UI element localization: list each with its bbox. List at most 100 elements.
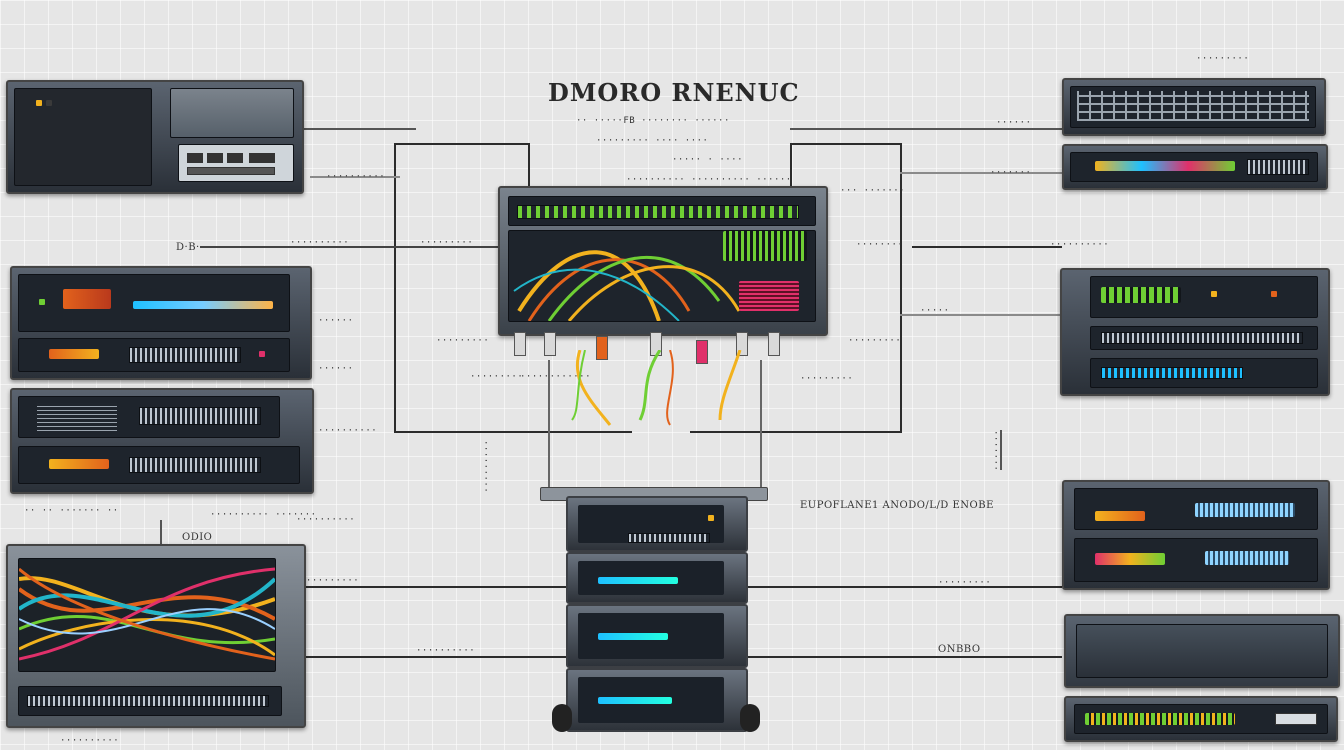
label-left-3: ··········: [290, 238, 350, 248]
port-icon: [1085, 713, 1235, 725]
display-icon: [1095, 511, 1145, 521]
cable-bundle-svg: [19, 567, 275, 661]
line-right-drop: [900, 143, 902, 433]
server-right-5[interactable]: [1064, 614, 1340, 688]
line-vertical-left: [160, 520, 162, 550]
server-right-2[interactable]: [1062, 144, 1328, 190]
label-left-12: ··········: [416, 646, 476, 656]
display-icon: [49, 459, 109, 469]
server-top-left-io: [178, 144, 294, 182]
vent-icon: [1247, 159, 1309, 175]
label-left-7: ··········: [318, 426, 378, 436]
plug-icon: [544, 332, 556, 356]
server-left-3[interactable]: [10, 388, 314, 494]
label-left-11: ··········: [300, 576, 360, 586]
status-led: [708, 515, 714, 521]
cable-panel-left-io: [18, 686, 282, 716]
hub-plug-row: [500, 330, 820, 364]
label-left-1: ··········: [326, 172, 386, 182]
label-left-6: ······: [318, 364, 354, 374]
vent-icon: [37, 403, 117, 431]
line-left-tower-2: [300, 656, 568, 658]
label-left-4: ·········: [420, 238, 474, 248]
server-left-2[interactable]: [10, 266, 312, 380]
tower-unit-face: [578, 505, 724, 543]
tower-wheel-right: [740, 704, 760, 732]
line-vertical-right: [1000, 430, 1002, 470]
label-right-7: ONBBO: [938, 644, 981, 655]
plug-icon: [514, 332, 526, 356]
display-icon: [598, 697, 672, 704]
label-right-1: ·········: [1196, 54, 1250, 64]
hanging-cables: [571, 350, 742, 426]
vent-icon: [1101, 332, 1303, 344]
label-left-2: D·B·: [176, 242, 200, 253]
server-right-2-face: [1070, 152, 1318, 182]
port-icon: [1101, 367, 1243, 379]
tower-unit-1[interactable]: [566, 496, 748, 552]
display-icon: [598, 577, 678, 584]
hub-port-strip: [508, 196, 816, 226]
label-mid-left-1: ·········: [436, 336, 490, 346]
display-icon: [1101, 287, 1181, 303]
vent-icon: [129, 457, 261, 473]
line-hub-to-tower-left: [548, 360, 550, 490]
display-icon: [133, 301, 273, 309]
server-right-1[interactable]: [1062, 78, 1326, 136]
server-right-4[interactable]: [1062, 480, 1330, 590]
port-icon: [227, 153, 243, 163]
line-left-tower-1: [300, 586, 568, 588]
server-left-2-bottom: [18, 338, 290, 372]
line-top-left: [296, 128, 416, 130]
line-right-3: [912, 246, 1062, 248]
server-right-6-face: [1074, 704, 1328, 734]
vent-icon: [1077, 91, 1309, 121]
tower-unit-2[interactable]: [566, 552, 748, 604]
label-mid-right-2: ·········: [848, 336, 902, 346]
vent-icon: [628, 533, 710, 543]
label-vertical-right: ·······: [990, 430, 1000, 472]
server-right-4-bottom: [1074, 538, 1318, 582]
label-mid-left-3: ············: [520, 372, 592, 382]
tower-unit-face: [578, 561, 724, 595]
tower-unit-face: [578, 613, 724, 659]
display-icon: [723, 231, 807, 261]
central-switch-hub[interactable]: [498, 186, 828, 336]
server-right-3[interactable]: [1060, 268, 1330, 396]
server-top-left[interactable]: [6, 80, 304, 194]
label-hub-top-left: ·········· ·········· ······: [626, 175, 792, 185]
status-led: [36, 100, 42, 106]
port-icon: [249, 153, 275, 163]
server-right-6[interactable]: [1064, 696, 1338, 742]
cable-panel-left[interactable]: [6, 544, 306, 728]
port-icon: [187, 167, 275, 175]
vent-icon: [139, 407, 261, 425]
label-left-5: ······: [318, 316, 354, 326]
label-right-8: ·········: [938, 578, 992, 588]
label-sub-top-3: ····· · ····: [672, 155, 744, 165]
label-right-4: ·····: [920, 306, 950, 316]
label-mid-right-3: ·········: [800, 374, 854, 384]
display-icon: [1205, 551, 1289, 565]
label-sub-top-1: ·· ·····FB ········ ······: [576, 116, 730, 126]
label-right-5: EUPOFLANE1 ANODO/L/D ENOBE: [800, 500, 994, 511]
tower-unit-3[interactable]: [566, 604, 748, 668]
line-hub-top-left: [394, 143, 530, 145]
tower-unit-4[interactable]: [566, 668, 748, 732]
line-hub-right-drop: [790, 143, 792, 188]
line-right-tower-1: [744, 586, 1062, 588]
vent-icon: [129, 347, 241, 363]
port-icon: [207, 153, 223, 163]
label-left-9: ODIO: [182, 532, 213, 543]
label-mid-right-1: ········: [856, 240, 904, 250]
line-hub-left-drop: [528, 143, 530, 188]
status-led: [259, 351, 265, 357]
line-left-bottom: [394, 431, 632, 433]
server-right-1-face: [1070, 86, 1316, 128]
port-icon: [517, 205, 799, 219]
server-left-3-top: [18, 396, 280, 438]
status-led: [39, 299, 45, 305]
label-left-10: ··········: [296, 515, 356, 525]
label-right-6: ··········: [1050, 240, 1110, 250]
vent-icon: [27, 695, 269, 707]
